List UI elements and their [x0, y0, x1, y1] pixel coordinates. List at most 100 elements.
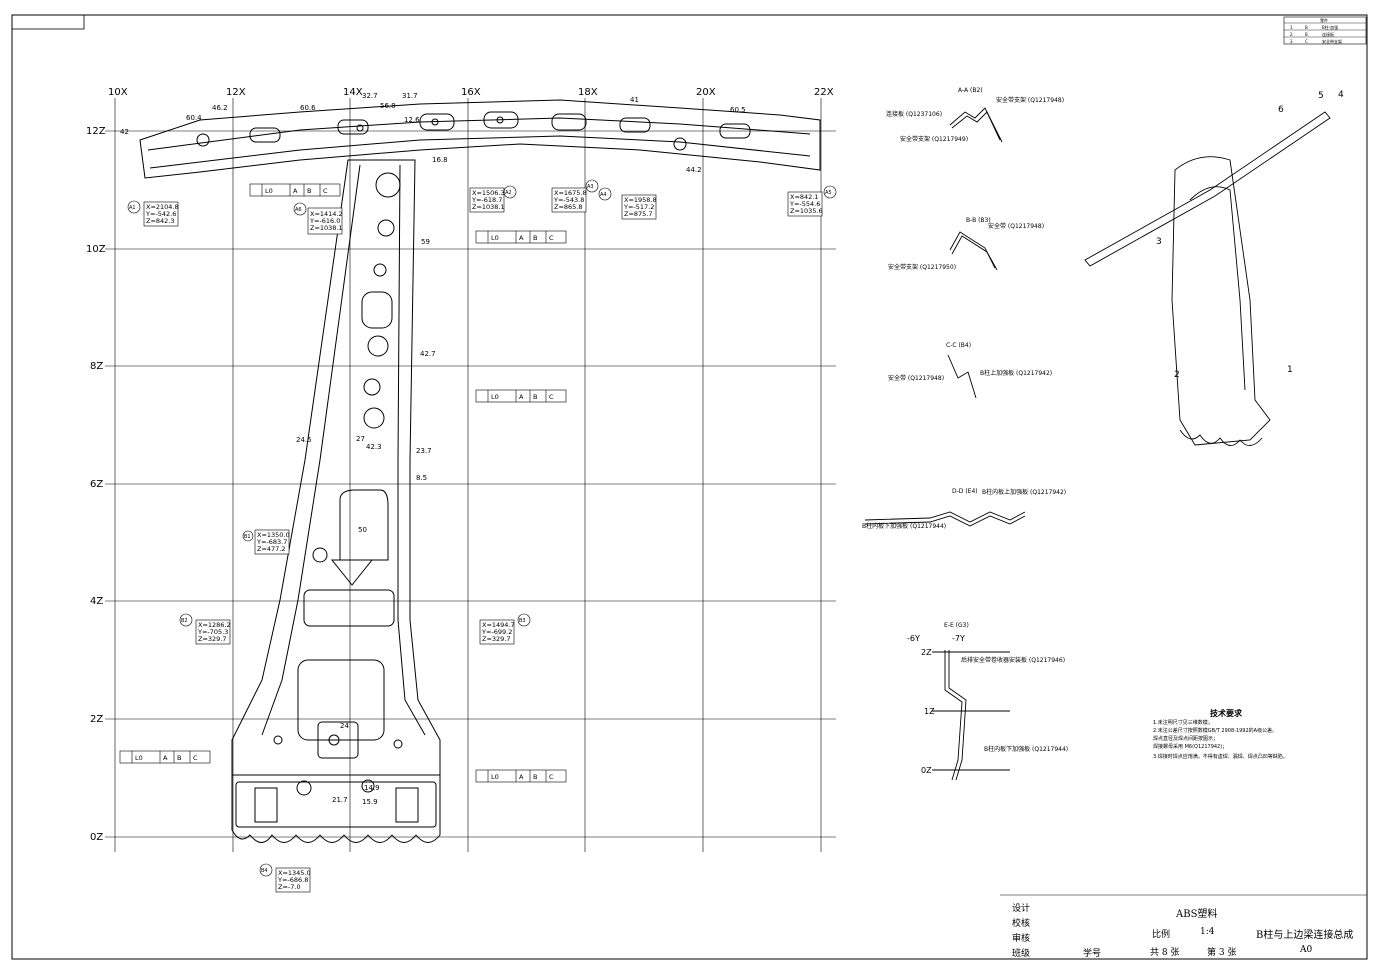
svg-text:B: B — [1305, 25, 1308, 30]
svg-text:-6Y: -6Y — [907, 634, 920, 643]
callout-a1: A1 X=2104.8Y=-542.6Z=842.3 — [127, 200, 179, 227]
grid-z-label: 2Z — [90, 714, 103, 725]
svg-text:X=1345.0: X=1345.0 — [278, 869, 311, 877]
svg-text:60.4: 60.4 — [186, 114, 202, 122]
svg-text:Y=-616.0: Y=-616.0 — [309, 217, 340, 225]
svg-text:15.9: 15.9 — [362, 798, 378, 806]
svg-text:B: B — [533, 234, 537, 242]
callout-a6: A6 X=1414.2Y=-616.0Z=1038.1 — [293, 202, 343, 235]
svg-text:Z=875.7: Z=875.7 — [624, 210, 653, 218]
svg-text:2: 2 — [1174, 370, 1180, 380]
svg-text:14.9: 14.9 — [364, 784, 380, 792]
svg-text:Y=-618.7: Y=-618.7 — [471, 196, 502, 204]
grid-z-label: 10Z — [86, 244, 106, 255]
technical-requirements: 技术要求 1.未注明尺寸见三维数模； 2.未注公差尺寸按照数模GB/T 2908… — [1153, 708, 1288, 760]
svg-text:Z=842.3: Z=842.3 — [146, 217, 175, 225]
svg-text:安全带支架 (Q1217950): 安全带支架 (Q1217950) — [888, 263, 956, 271]
svg-text:C-C (B4): C-C (B4) — [946, 342, 971, 349]
svg-text:59: 59 — [421, 238, 430, 246]
svg-text:Y=-543.8: Y=-543.8 — [553, 196, 584, 204]
svg-text:31.7: 31.7 — [402, 92, 418, 100]
svg-text:23.7: 23.7 — [416, 447, 432, 455]
grid-x-label: 20X — [696, 87, 716, 98]
grid-z-label: 0Z — [90, 832, 103, 843]
svg-text:A: A — [519, 393, 524, 401]
svg-text:4: 4 — [1338, 90, 1344, 100]
svg-text:1Z: 1Z — [924, 707, 935, 716]
svg-text:Y=-517.2: Y=-517.2 — [623, 203, 654, 211]
svg-text:安全带支架: 安全带支架 — [1322, 38, 1342, 44]
svg-text:A1: A1 — [129, 205, 136, 211]
grid-z-label: 8Z — [90, 361, 103, 372]
svg-text:Z=1038.1: Z=1038.1 — [472, 203, 505, 211]
svg-text:Z=865.8: Z=865.8 — [554, 203, 583, 211]
svg-text:B柱上加强板 (Q1217942): B柱上加强板 (Q1217942) — [980, 369, 1052, 377]
svg-text:24: 24 — [340, 722, 349, 730]
svg-text:21.7: 21.7 — [332, 796, 348, 804]
tb-scale-value: 1:4 — [1200, 927, 1215, 937]
callout-a2: A2 X=1506.3Y=-618.7Z=1038.1 — [469, 185, 517, 213]
svg-text:24.5: 24.5 — [296, 436, 312, 444]
svg-text:安全带 (Q1217948): 安全带 (Q1217948) — [988, 222, 1044, 230]
svg-text:A5: A5 — [825, 190, 832, 196]
svg-text:Z=1038.1: Z=1038.1 — [310, 224, 343, 232]
callout-a5: A5 X=842.1Y=-554.6Z=1035.6 — [787, 185, 837, 217]
grid-x-label: 12X — [226, 87, 246, 98]
svg-text:C: C — [193, 754, 198, 762]
isometric-view — [1084, 111, 1331, 446]
tb-class-label: 班级 — [1012, 949, 1031, 959]
tb-drawing-title: B柱与上边梁连接总成 — [1256, 930, 1354, 941]
svg-text:X=1506.3: X=1506.3 — [472, 189, 505, 197]
svg-text:6: 6 — [1278, 105, 1284, 115]
grid-z-label: 4Z — [90, 596, 103, 607]
svg-text:A6: A6 — [295, 207, 302, 213]
svg-text:Y=-542.6: Y=-542.6 — [145, 210, 176, 218]
svg-text:连接板 (Q1237106): 连接板 (Q1237106) — [886, 110, 942, 118]
grid-labels: 10X 12X 14X 16X 18X 20X 22X 12Z 10Z 8Z 6… — [86, 87, 834, 843]
svg-text:44.2: 44.2 — [686, 166, 702, 174]
svg-text:焊点直径及焊点间距按图示；: 焊点直径及焊点间距按图示； — [1153, 735, 1218, 742]
svg-text:B3: B3 — [519, 618, 526, 624]
svg-text:Y=-554.6: Y=-554.6 — [789, 200, 820, 208]
svg-text:B: B — [533, 393, 537, 401]
svg-text:B: B — [533, 773, 537, 781]
section-cc — [947, 354, 977, 399]
svg-text:0Z: 0Z — [921, 766, 932, 775]
svg-text:零件: 零件 — [1320, 17, 1328, 23]
svg-text:X=1286.2: X=1286.2 — [198, 621, 231, 629]
grid-x-label: 22X — [814, 87, 834, 98]
svg-text:Z=329.7: Z=329.7 — [198, 635, 227, 643]
svg-text:B4: B4 — [261, 868, 268, 874]
svg-text:X=1494.7: X=1494.7 — [482, 621, 515, 629]
tb-check-label: 校核 — [1012, 919, 1031, 929]
svg-text:A4: A4 — [600, 192, 607, 198]
svg-text:X=1958.8: X=1958.8 — [624, 196, 657, 204]
svg-text:X=2104.8: X=2104.8 — [146, 203, 179, 211]
svg-text:32.7: 32.7 — [362, 92, 378, 100]
svg-text:安全带 (Q1217948): 安全带 (Q1217948) — [888, 374, 944, 382]
grid-x-label: 16X — [461, 87, 481, 98]
svg-text:Z=477.2: Z=477.2 — [257, 545, 286, 553]
svg-text:X=842.1: X=842.1 — [790, 193, 819, 201]
svg-text:A: A — [519, 773, 524, 781]
tb-student-label: 学号 — [1083, 949, 1102, 959]
tb-sheets: 共 8 张 — [1150, 948, 1180, 958]
svg-text:1.未注明尺寸见三维数模；: 1.未注明尺寸见三维数模； — [1153, 719, 1213, 726]
svg-text:Y=-705.3: Y=-705.3 — [197, 628, 228, 636]
svg-text:B柱内板上加强板 (Q1217942): B柱内板上加强板 (Q1217942) — [982, 488, 1066, 496]
svg-text:Y=-699.2: Y=-699.2 — [481, 628, 512, 636]
svg-text:B柱-加强: B柱-加强 — [1322, 24, 1338, 30]
tb-review-label: 审核 — [1012, 934, 1031, 944]
svg-text:X=1350.0: X=1350.0 — [257, 531, 290, 539]
svg-text:技术要求: 技术要求 — [1210, 708, 1243, 718]
section-labels: A-A (B2) 安全带支架 (Q1217948) 连接板 (Q1237106)… — [862, 87, 1068, 775]
sheet-border — [11, 14, 1368, 960]
svg-text:41: 41 — [630, 96, 639, 104]
